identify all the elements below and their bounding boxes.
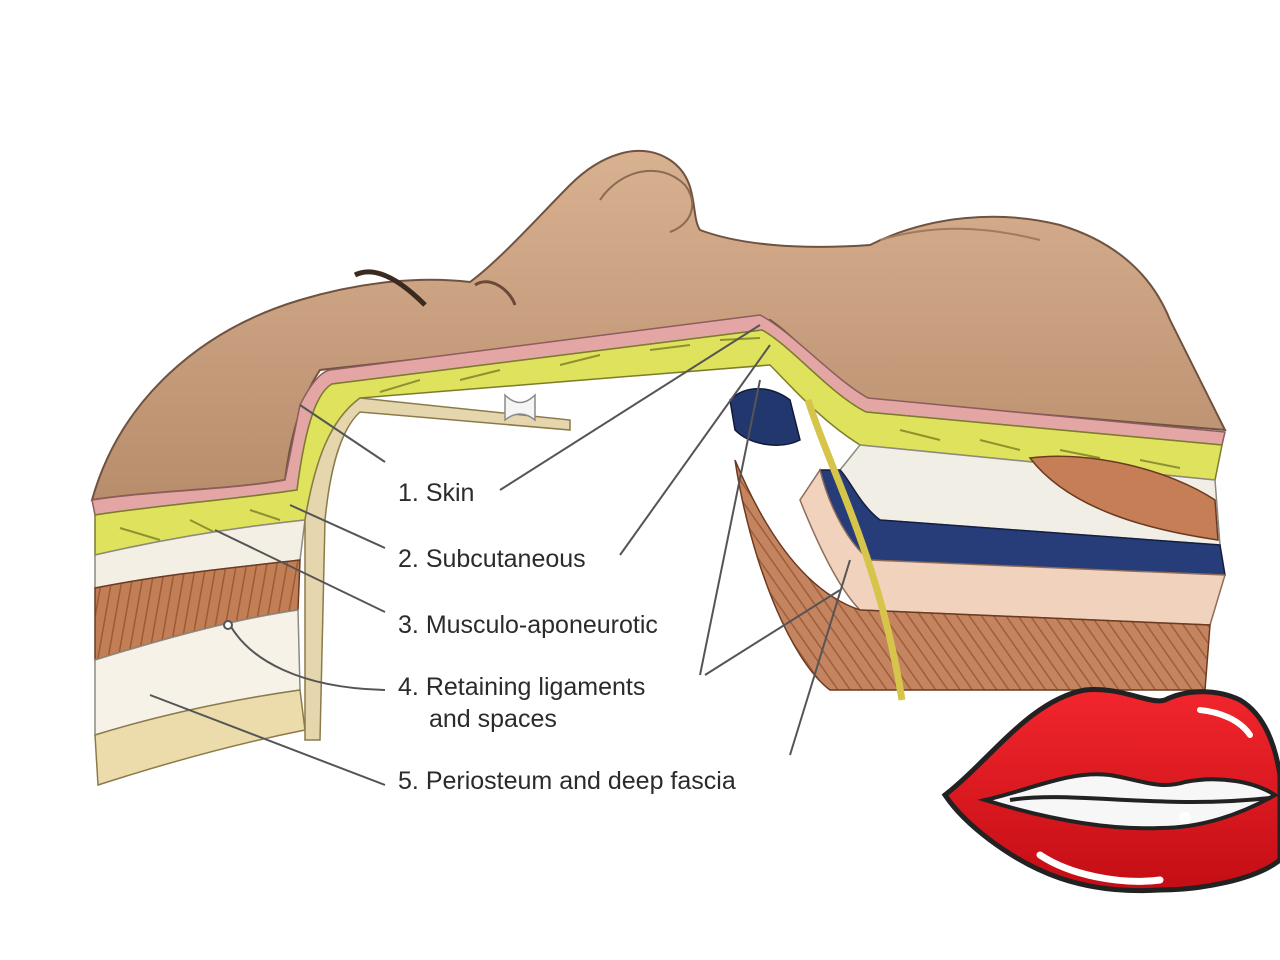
ligament-junction xyxy=(504,393,536,422)
fat-lobule-lines xyxy=(119,337,1181,541)
label-periosteum-num: 5. xyxy=(398,767,419,795)
label-periosteum-text: Periosteum and deep fascia xyxy=(425,767,736,795)
eye-mark xyxy=(474,280,517,306)
nose-outline xyxy=(599,169,694,233)
label-skin-num: 1. xyxy=(398,479,419,507)
left-cut-wall xyxy=(304,397,571,741)
cheek-contour xyxy=(879,227,1041,241)
label-musculo-aponeurotic-text: Musculo-aponeurotic xyxy=(425,611,658,639)
label-retaining-ligaments-text: Retaining ligaments xyxy=(425,673,646,701)
right-deep-muscle-layer xyxy=(734,459,1211,691)
leader-lines xyxy=(149,324,851,786)
label-retaining-ligaments-text-line2: and spaces xyxy=(429,705,557,733)
nerve-branch xyxy=(804,398,906,701)
label-retaining-ligaments-num: 4. xyxy=(398,673,419,701)
label-periosteum: 5. Periosteum and deep fascia xyxy=(398,765,736,797)
blue-vessel-sheath xyxy=(729,388,801,446)
label-musculo-aponeurotic-num: 3. xyxy=(398,611,419,639)
label-skin-text: Skin xyxy=(425,479,475,507)
label-retaining-ligaments: 4. Retaining ligaments and spaces xyxy=(398,671,645,735)
right-muscle-bulge xyxy=(1028,455,1219,541)
label-musculo-aponeurotic: 3. Musculo-aponeurotic xyxy=(398,609,658,641)
label-subcutaneous-text: Subcutaneous xyxy=(425,545,586,573)
red-lips-sticker-icon xyxy=(941,686,1280,894)
label-subcutaneous: 2. Subcutaneous xyxy=(398,543,586,575)
label-skin: 1. Skin xyxy=(398,477,474,509)
label-subcutaneous-num: 2. xyxy=(398,545,419,573)
ligament-marker xyxy=(223,620,233,630)
eyebrow-mark xyxy=(353,269,427,307)
